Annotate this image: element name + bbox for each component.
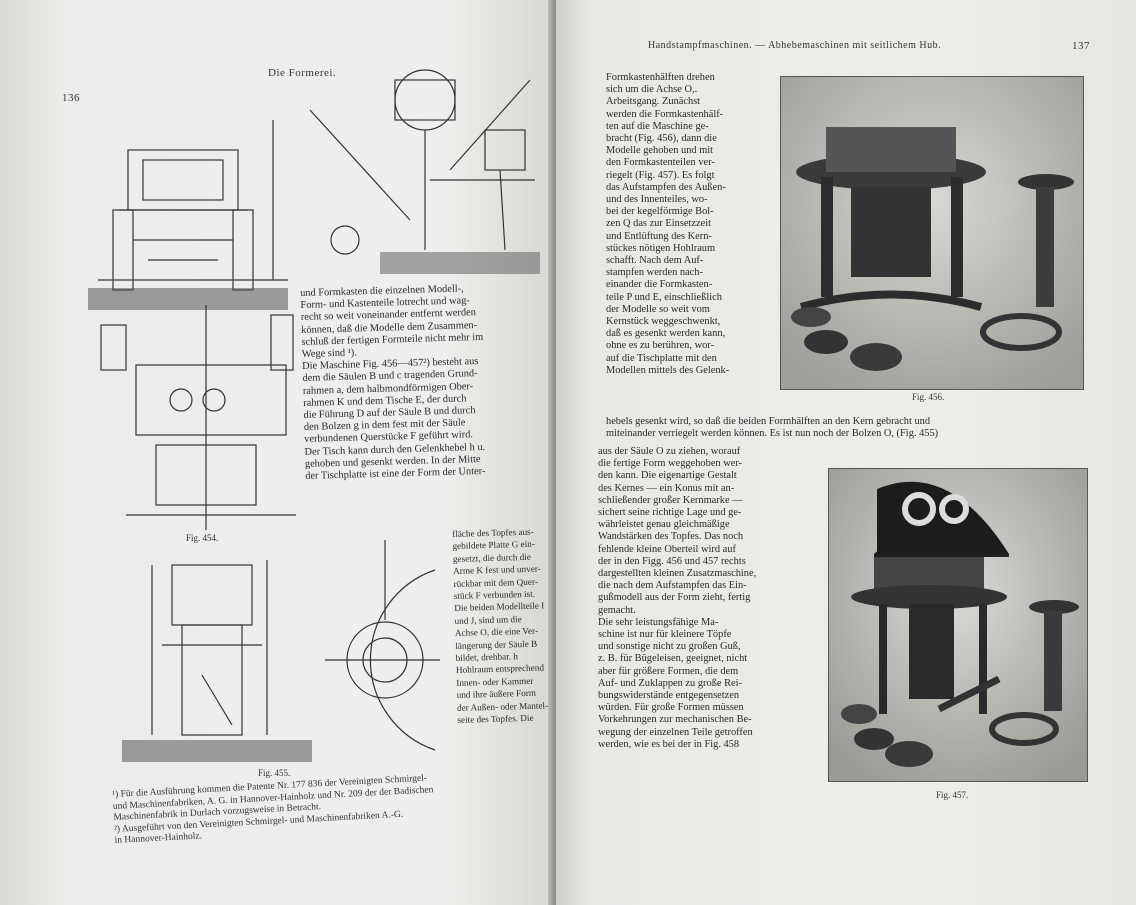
text-line: sich um die Achse O,. [606, 84, 698, 96]
fig-455-label: Fig. 455. [258, 768, 291, 778]
text-line: wegung der einzelnen Teile getroffen [598, 726, 753, 738]
text-line: und sonstige nicht zu großen Guß, [598, 641, 741, 653]
right-page: Handstampfmaschinen. — Abhebemaschinen m… [556, 0, 1136, 905]
text-line: und des Innenteiles, wo- [606, 194, 708, 206]
left-footnotes: ¹) Für die Ausführung kommen die Patente… [112, 767, 554, 847]
text-line: bracht (Fig. 456), dann die [606, 133, 717, 145]
left-narrow-text: fläche des Topfes aus- gebildete Platte … [452, 525, 554, 726]
text-line: stückes nötigen Hohlraum [606, 242, 716, 254]
text-line: bei der kegelförmige Bol- [606, 206, 714, 218]
text-line: seite des Topfes. Die [457, 712, 534, 726]
text-line: daß es gesenkt werden kann, [606, 328, 726, 340]
text-line: gußmodell aus der Form zieht, fertig [598, 592, 751, 604]
text-line: die nach dem Aufstampfen das Ein- [598, 580, 747, 592]
left-page: 136 Die Formerei. [0, 0, 556, 905]
text-line: aus der Säule O zu ziehen, worauf [598, 446, 741, 457]
text-line: und Entlüftung des Kern- [606, 230, 712, 242]
text-line: der in den Figg. 456 und 457 rechts [598, 555, 746, 567]
text-line: die fertige Form weggehoben wer- [598, 458, 743, 470]
text-line: teile P und E, einschließlich [606, 291, 722, 303]
fig-456-photo [780, 76, 1084, 390]
right-full-width-text: hebels gesenkt wird, so daß die beiden F… [606, 416, 1086, 440]
text-line: einander die Formkasten- [606, 279, 713, 291]
right-page-number: 137 [1072, 40, 1090, 52]
text-line: ohne es zu berühren, wor- [606, 340, 714, 352]
fig-454-plan-drawing [100, 305, 296, 530]
text-line: miteinander verriegelt werden können. Es… [606, 428, 939, 440]
text-line: zen Q das zur Einsetzzeit [606, 218, 712, 230]
fig-456-label: Fig. 456. [912, 392, 945, 402]
left-page-header: Die Formerei. [268, 67, 337, 79]
text-line: Formkastenhälften drehen [606, 72, 715, 83]
text-line: den Formkastenteilen ver- [606, 157, 715, 169]
text-line: währleistet genau gleichmäßige [598, 519, 730, 531]
text-line: werden die Formkastenhälf- [606, 108, 724, 120]
text-line: aber für größere Formen, die dem [598, 665, 739, 677]
text-line: schine ist nur für kleinere Töpfe [598, 629, 732, 641]
text-line: Wandstärken des Topfes. Das noch [598, 531, 744, 543]
text-line: auf die Tischplatte mit den [606, 352, 717, 364]
right-page-header: Handstampfmaschinen. — Abhebemaschinen m… [648, 40, 942, 51]
text-line: Vorkehrungen zur mechanischen Be- [598, 714, 752, 726]
text-line: des Kernes — ein Konus mit an- [598, 482, 735, 494]
text-line: hebels gesenkt wird, so daß die beiden F… [606, 416, 931, 427]
text-line: riegelt (Fig. 457). Es folgt [606, 169, 715, 181]
text-line: Modelle gehoben und mit [606, 145, 714, 157]
text-line: z. B. für Bügeleisen, geeignet, nicht [598, 653, 748, 665]
text-line: würden. Für große Formen müssen [598, 702, 744, 714]
fig-457-label: Fig. 457. [936, 790, 969, 800]
right-column-text: Formkastenhälften drehen sich um die Ach… [606, 72, 776, 377]
text-line: Auf- und Zuklappen zu große Rei- [598, 677, 742, 689]
text-line: bungswiderstände entgegensetzen [598, 690, 740, 702]
left-body-text: und Formkasten die einzelnen Modell-, Fo… [300, 281, 553, 483]
left-page-number: 136 [62, 92, 80, 104]
text-line: dargestellten kleinen Zusatzmaschine, [598, 568, 757, 580]
text-line: fehlende kleine Oberteil wird auf [598, 543, 736, 555]
text-line: gemacht. [598, 604, 636, 616]
fig-455-plan-drawing [325, 540, 440, 751]
fig-454-elevation-drawing [88, 120, 288, 310]
text-line: Kernstück weggeschwenkt, [606, 316, 721, 328]
text-line: sichert seine richtige Lage und ge- [598, 507, 742, 519]
text-line: das Aufstampfen des Außen- [606, 181, 726, 193]
text-line: den kann. Die eigenartige Gestalt [598, 470, 737, 482]
fig-455-elevation-drawing [122, 560, 312, 762]
right-column2-text: aus der Säule O zu ziehen, worauf die fe… [598, 446, 810, 751]
text-line: Arbeitsgang. Zunächst [606, 96, 701, 108]
fig-457-photo [828, 468, 1088, 782]
text-line: der Modelle so weit vom [606, 303, 710, 315]
text-line: stampfen werden nach- [606, 267, 703, 279]
fig-454-label: Fig. 454. [186, 533, 219, 543]
fig-455-section-drawing [309, 69, 540, 274]
text-line: Modellen mittels des Gelenk- [606, 364, 730, 376]
text-line: ten auf die Maschine ge- [606, 120, 709, 132]
text-line: Die sehr leistungsfähige Ma- [598, 616, 719, 628]
text-line: schließender großer Kernmarke — [598, 494, 743, 506]
text-line: schafft. Nach dem Auf- [606, 255, 704, 267]
text-line: werden, wie es bei der in Fig. 458 [598, 738, 740, 750]
